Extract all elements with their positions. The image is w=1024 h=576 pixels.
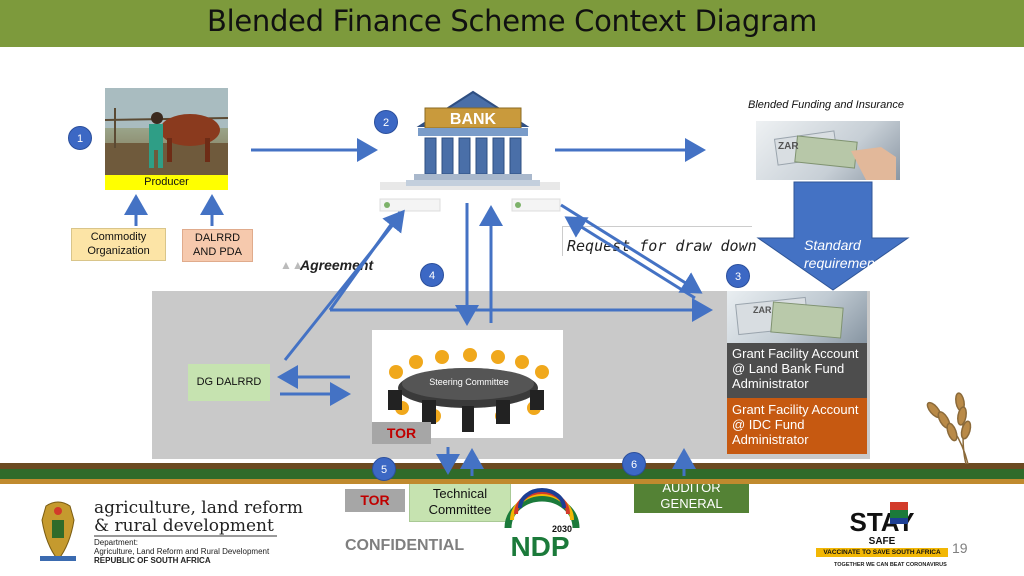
vaccinate-banner: VACCINATE TO SAVE SOUTH AFRICA bbox=[816, 548, 948, 557]
steering-tor-badge: TOR bbox=[372, 422, 431, 444]
svg-text:ZAR: ZAR bbox=[778, 141, 799, 152]
standard-requirement-arrow bbox=[756, 181, 910, 291]
together-label: TOGETHER WE CAN BEAT CORONAVIRUS bbox=[834, 562, 947, 568]
ndp-year: 2030 bbox=[552, 524, 572, 534]
dept-name-line1: agriculture, land reform bbox=[94, 498, 303, 518]
page-number: 19 bbox=[952, 540, 968, 556]
footer-stripe-gold bbox=[0, 479, 1024, 484]
blended-funding-label: Blended Funding and Insurance bbox=[748, 99, 904, 111]
producer-label: Producer bbox=[105, 175, 228, 190]
dept-name-line2: & rural development bbox=[94, 516, 274, 536]
footer-stripe-brown bbox=[0, 463, 1024, 469]
request-draw-down-label: Request for draw down bbox=[567, 237, 757, 255]
ndp-label: NDP bbox=[510, 531, 569, 562]
agreement-label: Agreement bbox=[300, 257, 374, 273]
zar-banknotes-image-2: ZAR bbox=[727, 291, 867, 343]
stay-safe-logo: STAY SAFE bbox=[849, 502, 915, 547]
ndp-2030-logo: 2030 NDP bbox=[504, 488, 580, 562]
commodity-organization-box: Commodity Organization bbox=[71, 228, 166, 261]
steering-committee-image bbox=[372, 330, 563, 438]
step-6-badge: 6 bbox=[622, 452, 646, 476]
grant-facility-idc: Grant Facility Account @ IDC Fund Admini… bbox=[727, 398, 867, 454]
step-5-badge: 5 bbox=[372, 457, 396, 481]
step-4-badge: 4 bbox=[420, 263, 444, 287]
technical-committee-box: Technical Committee bbox=[409, 481, 511, 522]
safe-label: SAFE bbox=[869, 536, 896, 547]
dalrrd-pda-box: DALRRD AND PDA bbox=[182, 229, 253, 262]
footer-stripe-green bbox=[0, 469, 1024, 479]
standard-requirement-label: Standard requirement bbox=[804, 237, 876, 270]
confidential-label: CONFIDENTIAL bbox=[345, 537, 465, 554]
technical-tor-badge: TOR bbox=[345, 489, 405, 512]
steering-committee-label: Steering Committee bbox=[429, 377, 509, 387]
coat-of-arms-logo bbox=[40, 501, 76, 561]
grant-facility-land-bank: Grant Facility Account @ Land Bank Fund … bbox=[727, 343, 867, 399]
dept-full-name: Agriculture, Land Reform and Rural Devel… bbox=[94, 547, 270, 556]
title-bar bbox=[0, 0, 1024, 47]
zar-banknotes-image: ZAR bbox=[756, 121, 900, 180]
dg-dalrrd-box: DG DALRRD bbox=[188, 364, 270, 401]
page-title: Blended Finance Scheme Context Diagram bbox=[206, 4, 818, 38]
country-label: REPUBLIC OF SOUTH AFRICA bbox=[94, 556, 211, 565]
auditor-general-box: AUDITOR GENERAL bbox=[634, 479, 749, 513]
dept-label: Department: bbox=[94, 538, 138, 547]
step-3-badge: 3 bbox=[726, 264, 750, 288]
producer-photo bbox=[105, 88, 228, 176]
step-1-badge: 1 bbox=[68, 126, 92, 150]
agreement-ghost-icon: ▲▲ bbox=[280, 258, 304, 272]
svg-text:ZAR: ZAR bbox=[753, 305, 772, 315]
bank-sign: BANK bbox=[450, 111, 497, 128]
request-box bbox=[562, 226, 752, 256]
bank-icon: BANK bbox=[380, 90, 560, 190]
wheat-icon bbox=[926, 392, 972, 465]
step-2-badge: 2 bbox=[374, 110, 398, 134]
